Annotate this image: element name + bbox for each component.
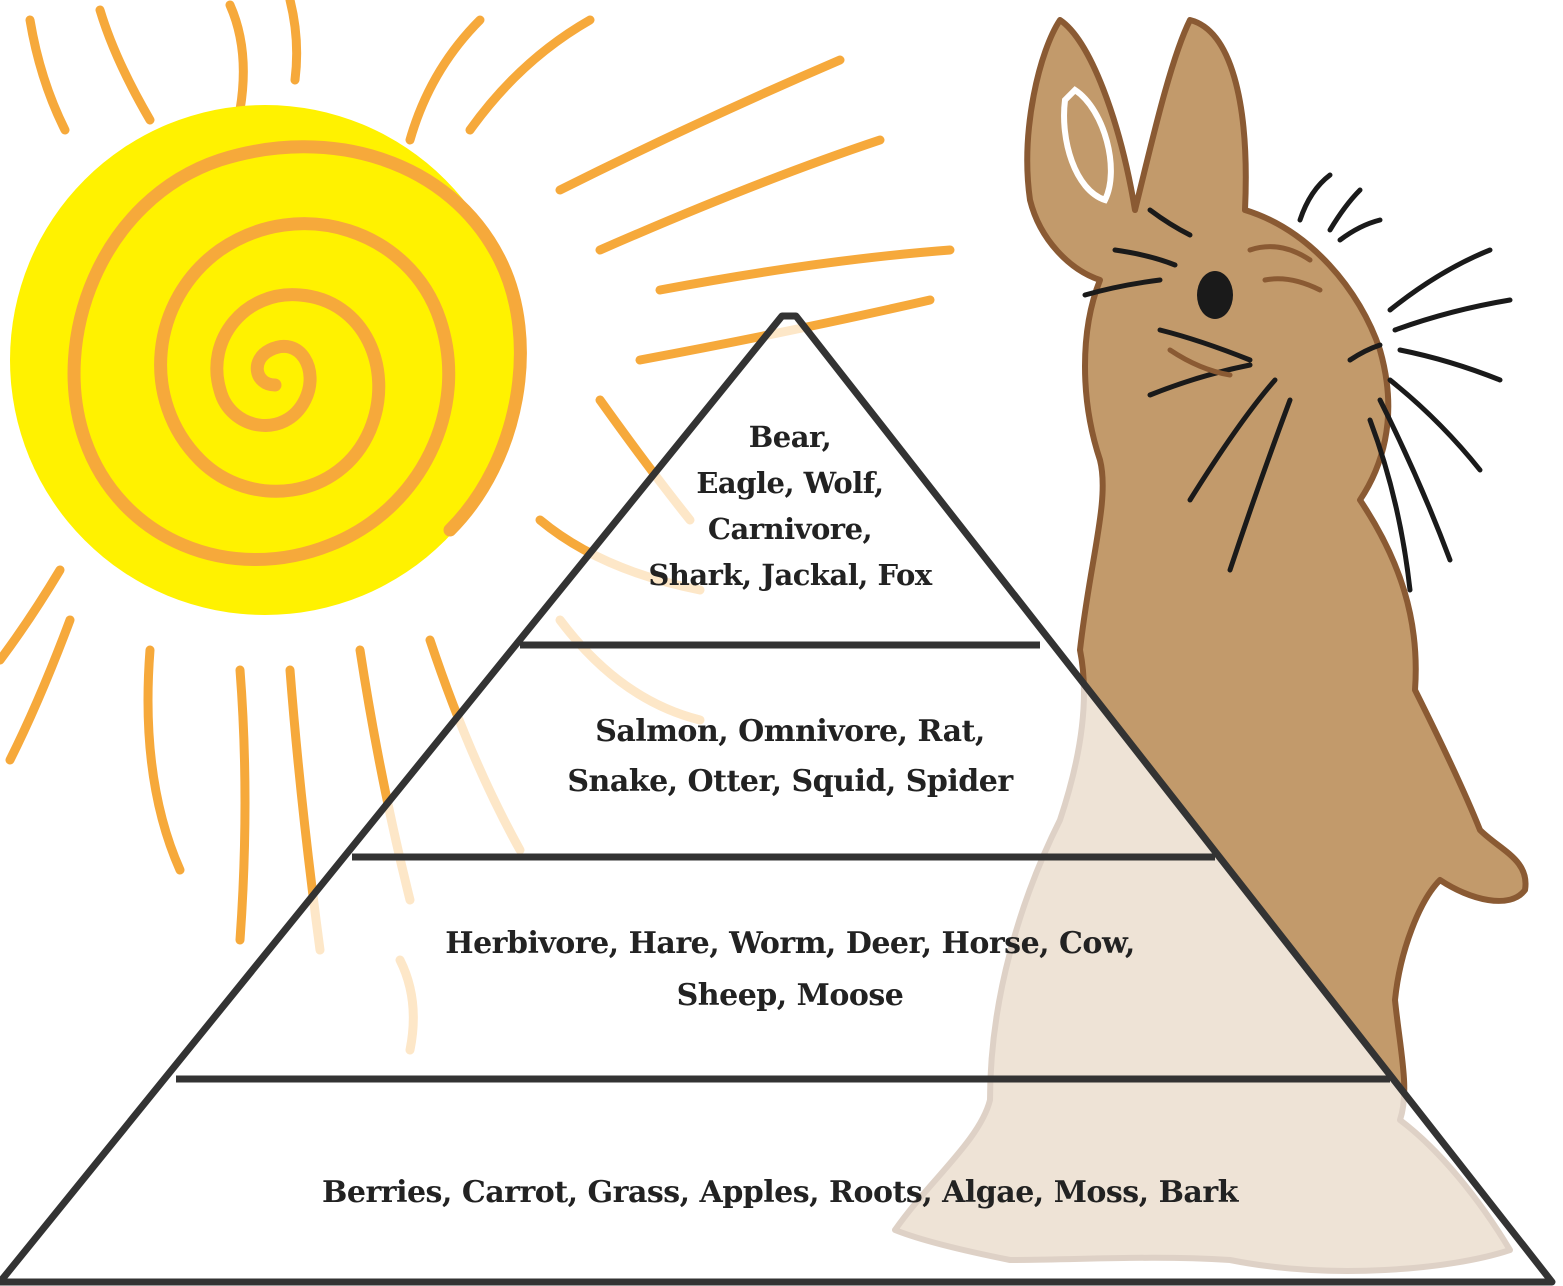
tier-top-label: Bear, Eagle, Wolf, Carnivore, Shark, Jac… — [560, 414, 1020, 598]
tier-second-line-2: Snake, Otter, Squid, Spider — [480, 757, 1100, 807]
tier-second-label: Salmon, Omnivore, Rat, Snake, Otter, Squ… — [480, 707, 1100, 807]
tier-top-line-1: Bear, — [560, 414, 1020, 460]
tier-second-line-1: Salmon, Omnivore, Rat, — [480, 707, 1100, 757]
tier-top-line-2: Eagle, Wolf, — [560, 460, 1020, 506]
tier-base-label: Berries, Carrot, Grass, Apples, Roots, A… — [170, 1168, 1390, 1218]
tier-base-line-1: Berries, Carrot, Grass, Apples, Roots, A… — [170, 1168, 1390, 1218]
tier-third-line-1: Herbivore, Hare, Worm, Deer, Horse, Cow, — [330, 918, 1250, 970]
tier-third-line-2: Sheep, Moose — [330, 970, 1250, 1022]
tier-top-line-3: Carnivore, — [560, 506, 1020, 552]
hare-eye — [1197, 271, 1233, 319]
tier-top-line-4: Shark, Jackal, Fox — [560, 552, 1020, 598]
tier-third-label: Herbivore, Hare, Worm, Deer, Horse, Cow,… — [330, 918, 1250, 1022]
